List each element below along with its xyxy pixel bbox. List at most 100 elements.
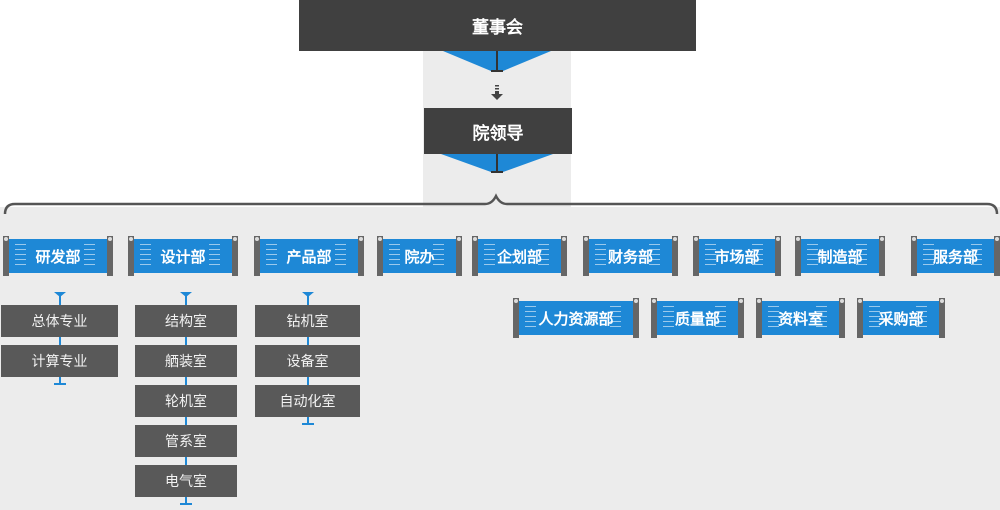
department-banner[interactable]: 设计部 — [128, 236, 238, 276]
banner-pole-left — [795, 236, 801, 276]
department-label: 质量部 — [674, 309, 720, 328]
sub-unit-label: 钻机室 — [286, 314, 329, 330]
banner-pole-left — [756, 298, 762, 338]
branch-end-cap — [301, 423, 314, 425]
down-arrow-icon — [491, 85, 503, 100]
department-label: 制造部 — [817, 247, 863, 266]
department-label: 资料室 — [777, 309, 823, 328]
banner-pole-left — [583, 236, 589, 276]
department-banner[interactable]: 企划部 — [472, 236, 567, 276]
banner-pole-left — [128, 236, 134, 276]
connector-line — [306, 417, 309, 425]
stripe-decoration — [649, 244, 660, 268]
sub-unit-node[interactable]: 舾装室 — [135, 345, 237, 377]
banner-pole-left — [693, 236, 699, 276]
banner-pole-right — [358, 236, 364, 276]
department-label: 财务部 — [607, 247, 653, 266]
stripe-decoration — [335, 244, 346, 268]
stripe-decoration — [971, 244, 982, 268]
stripe-decoration — [768, 306, 779, 330]
curly-brace-connector — [3, 193, 999, 215]
sub-unit-node[interactable]: 设备室 — [255, 345, 360, 377]
connector-line — [185, 457, 187, 465]
connector-line — [306, 377, 309, 385]
sub-unit-node[interactable]: 电气室 — [135, 465, 237, 497]
connector-line — [58, 377, 61, 385]
stripe-decoration — [807, 244, 818, 268]
branch-triangle-icon — [53, 292, 66, 305]
sub-unit-node[interactable]: 结构室 — [135, 305, 237, 337]
sub-unit-node[interactable]: 钻机室 — [255, 305, 360, 337]
banner-pole-left — [911, 236, 917, 276]
sub-unit-label: 管系室 — [165, 434, 207, 450]
department-banner[interactable]: 市场部 — [693, 236, 781, 276]
stripe-decoration — [84, 244, 95, 268]
sub-unit-label: 计算专业 — [31, 354, 88, 370]
stripe-decoration — [209, 244, 220, 268]
stripe-decoration — [433, 244, 444, 268]
stripe-decoration — [484, 244, 495, 268]
department-banner[interactable]: 财务部 — [583, 236, 678, 276]
banner-pole-left — [513, 298, 519, 338]
department-label: 院办 — [404, 247, 435, 266]
stripe-decoration — [525, 306, 536, 330]
banner-pole-right — [232, 236, 238, 276]
banner-pole-left — [651, 298, 657, 338]
sub-unit-node[interactable]: 自动化室 — [255, 385, 360, 417]
board-node[interactable]: 董事会 — [299, 0, 696, 51]
sub-unit-node[interactable]: 总体专业 — [1, 305, 118, 337]
department-label: 服务部 — [932, 247, 978, 266]
sub-unit-label: 设备室 — [286, 354, 329, 370]
department-banner[interactable]: 服务部 — [911, 236, 1000, 276]
banner-pole-right — [672, 236, 678, 276]
sub-unit-node[interactable]: 计算专业 — [1, 345, 118, 377]
sub-unit-label: 结构室 — [165, 314, 207, 330]
sub-unit-label: 总体专业 — [31, 314, 88, 330]
stripe-decoration — [816, 306, 827, 330]
stripe-decoration — [15, 244, 26, 268]
department-banner[interactable]: 研发部 — [3, 236, 113, 276]
banner-pole-right — [775, 236, 781, 276]
branch-end-cap — [53, 383, 66, 385]
stripe-decoration — [663, 306, 674, 330]
connector-line — [185, 377, 187, 385]
connector-line — [306, 337, 309, 345]
stripe-decoration — [752, 244, 763, 268]
stripe-decoration — [140, 244, 151, 268]
department-label: 人力资源部 — [538, 309, 614, 328]
stripe-decoration — [538, 244, 549, 268]
banner-pole-right — [456, 236, 462, 276]
department-banner[interactable]: 采购部 — [857, 298, 945, 338]
branch-end-cap — [180, 503, 192, 505]
stripe-decoration — [705, 244, 716, 268]
department-banner[interactable]: 人力资源部 — [513, 298, 639, 338]
board-connector-wedge — [443, 51, 551, 72]
department-banner[interactable]: 制造部 — [795, 236, 885, 276]
department-label: 市场部 — [714, 247, 760, 266]
branch-triangle-icon — [180, 292, 192, 305]
leadership-node[interactable]: 院领导 — [424, 108, 572, 154]
department-label: 产品部 — [286, 247, 332, 266]
stripe-decoration — [595, 244, 606, 268]
leadership-connector-wedge — [441, 154, 553, 173]
department-banner[interactable]: 资料室 — [756, 298, 845, 338]
connector-line — [185, 417, 187, 425]
stripe-decoration — [389, 244, 400, 268]
stripe-decoration — [266, 244, 277, 268]
sub-unit-node[interactable]: 管系室 — [135, 425, 237, 457]
sub-unit-node[interactable]: 轮机室 — [135, 385, 237, 417]
sub-unit-label: 轮机室 — [165, 394, 207, 410]
banner-pole-left — [472, 236, 478, 276]
leadership-label: 院领导 — [472, 123, 524, 144]
connector-line — [58, 337, 61, 345]
banner-pole-left — [254, 236, 260, 276]
department-banner[interactable]: 质量部 — [651, 298, 744, 338]
connector-line — [185, 337, 187, 345]
department-banner[interactable]: 院办 — [377, 236, 462, 276]
banner-pole-right — [107, 236, 113, 276]
stripe-decoration — [856, 244, 867, 268]
department-banner[interactable]: 产品部 — [254, 236, 364, 276]
banner-pole-right — [839, 298, 845, 338]
stripe-decoration — [923, 244, 934, 268]
banner-pole-right — [939, 298, 945, 338]
